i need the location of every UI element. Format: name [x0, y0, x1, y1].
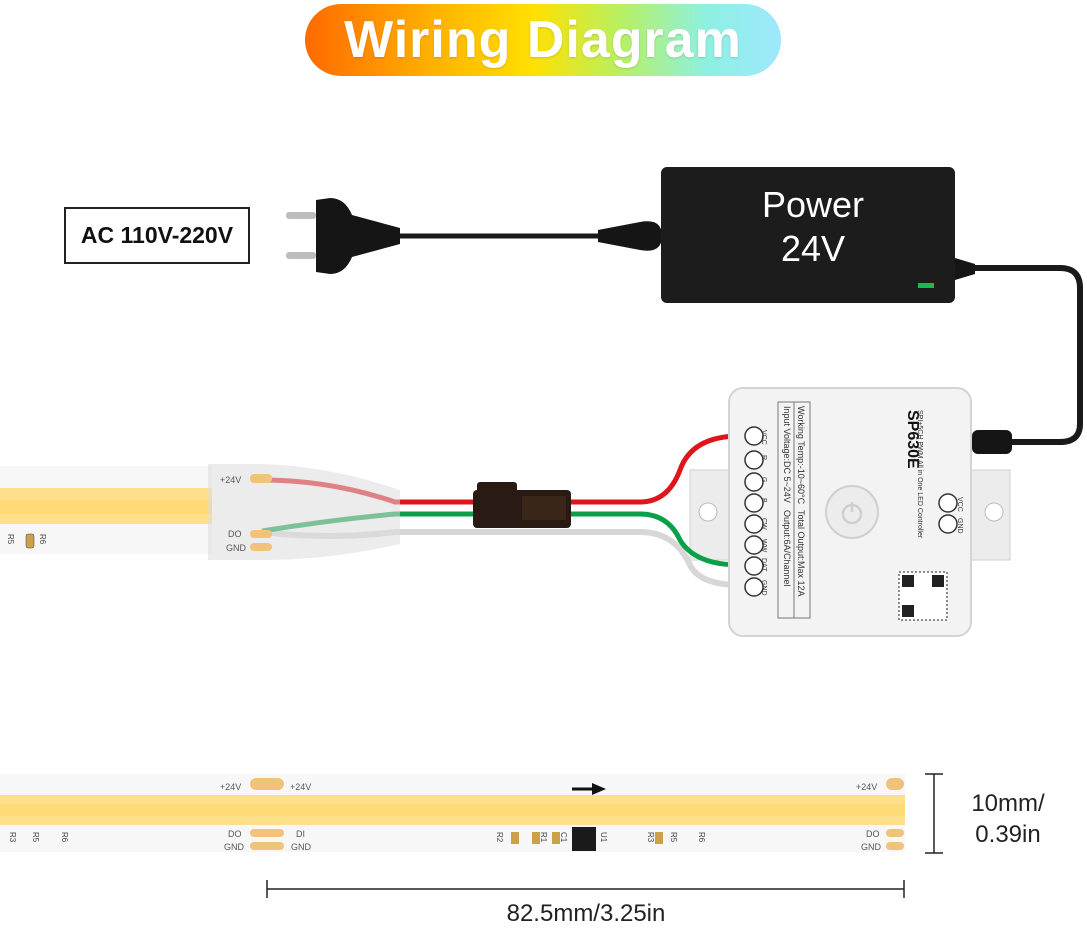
- spec-input-voltage: Input Voltage:DC 5~24V: [782, 406, 792, 503]
- strip-bottom-plus-right: +24V: [290, 782, 311, 792]
- dc-cable: [955, 265, 1083, 445]
- dimension-length: [266, 880, 905, 898]
- power-label-line1: Power: [761, 184, 865, 225]
- comp-label: U1: [599, 832, 608, 843]
- strip-top-r6: R6: [38, 534, 47, 545]
- strip-top-do-label: DO: [228, 529, 242, 539]
- direction-arrow-icon: [572, 783, 606, 795]
- pin-label-gnd: GND: [760, 580, 767, 596]
- pin-label-dat: DAT: [760, 558, 767, 572]
- comp-label: C1: [559, 832, 568, 843]
- power-adapter: [661, 167, 955, 303]
- spec-output-channel: Output:6A/Channel: [782, 510, 792, 587]
- spec-working-temp: Working Temp:-10~60°C: [796, 406, 806, 505]
- title-banner: [305, 4, 781, 76]
- power-label-line2: 24V: [780, 228, 846, 269]
- strip-bottom-plus-end: +24V: [856, 782, 877, 792]
- comp-label: R6: [60, 832, 69, 843]
- comp-label: R3: [646, 832, 655, 843]
- power-pin-gnd: GND: [956, 518, 963, 534]
- strip-top-r5: R5: [6, 534, 15, 545]
- comp-label: R5: [31, 832, 40, 843]
- page-title: Wiring Diagram: [344, 11, 742, 69]
- strip-bottom-gnd-end: GND: [861, 842, 882, 852]
- comp-label: R3: [8, 832, 17, 843]
- pin-label-vcc: VCC: [760, 430, 767, 445]
- strip-top-plus-label: +24V: [220, 475, 241, 485]
- strip-bottom-gnd-mid: GND: [291, 842, 312, 852]
- ac-input-label: AC 110V-220V: [64, 207, 250, 264]
- comp-label: R1: [539, 832, 548, 843]
- dc-plug: [955, 258, 975, 280]
- controller-pin-holes: [744, 426, 958, 597]
- strip-bottom-do-left: DO: [228, 829, 242, 839]
- pin-label-ww: WW: [760, 539, 767, 553]
- pin-label-cw: CW: [760, 518, 767, 530]
- jst-connector: [473, 482, 571, 528]
- strip-bottom-do-end: DO: [866, 829, 880, 839]
- pin-label-r: R: [760, 455, 767, 460]
- strip-bottom-di: DI: [296, 829, 305, 839]
- led-strip-bottom: [0, 774, 905, 852]
- dc-barrel-connector: [972, 430, 1012, 454]
- power-pin-vcc: VCC: [956, 497, 963, 512]
- strip-bottom-plus-left: +24V: [220, 782, 241, 792]
- comp-label: R2: [495, 832, 504, 843]
- length-dimension: 82.5mm/3.25in: [506, 900, 666, 927]
- dimension-width: [925, 773, 943, 854]
- controller-model: SP630E: [904, 410, 921, 469]
- comp-label: R6: [697, 832, 706, 843]
- spec-total-output: Total Output:Max 12A: [796, 510, 806, 597]
- width-dimension-mm: 10mm/: [971, 790, 1045, 817]
- strip-top-gnd-label: GND: [226, 543, 247, 553]
- adapter-input-connector: [598, 221, 662, 251]
- power-indicator-led: [918, 283, 934, 288]
- comp-label: R5: [669, 832, 678, 843]
- pin-label-g: G: [760, 477, 767, 482]
- strip-bottom-gnd-left: GND: [224, 842, 245, 852]
- led-strip-top: [0, 464, 400, 560]
- width-dimension-in: 0.39in: [975, 821, 1041, 848]
- ac-plug-icon: [286, 198, 400, 274]
- controller-subtitle: SPI+5CH PWM All in One LED Controller: [916, 410, 923, 539]
- pin-label-b: B: [760, 498, 767, 503]
- controller-body: [728, 387, 972, 637]
